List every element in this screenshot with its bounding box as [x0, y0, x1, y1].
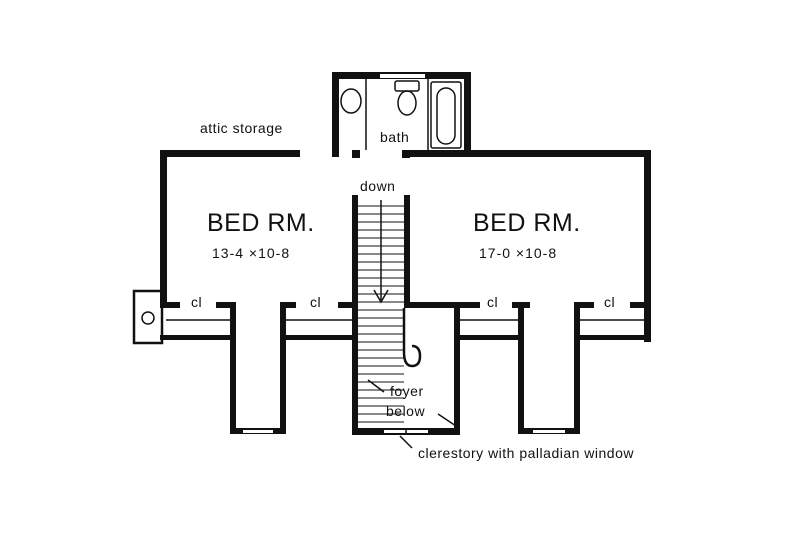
foyer-leader — [437, 413, 457, 427]
right-outer-wall — [644, 150, 651, 342]
bathroom — [332, 72, 471, 158]
bedroom-right-name: BED RM. — [473, 209, 581, 237]
closet-label: cl — [191, 294, 202, 310]
bath-door-jamb — [352, 150, 360, 158]
clerestory-leader — [399, 435, 413, 449]
bathtub-icon — [430, 81, 462, 149]
clerestory-label: clerestory with palladian window — [418, 445, 634, 461]
sink-icon — [340, 88, 362, 114]
closet-label: cl — [604, 294, 615, 310]
stair-arrow-icon — [373, 200, 389, 304]
bath-window — [380, 74, 425, 78]
down-label: down — [360, 178, 395, 194]
closet-label: cl — [310, 294, 321, 310]
stair-landing-wall — [404, 302, 464, 308]
bath-door-jamb — [402, 150, 410, 158]
bath-left-wall — [332, 72, 339, 157]
closet-label: cl — [487, 294, 498, 310]
stairwell — [352, 195, 464, 435]
foyer-leader — [367, 379, 385, 393]
bedroom-left-name: BED RM. — [207, 209, 315, 237]
stair-handrail — [402, 308, 422, 368]
bedroom-right-dimensions: 17-0 ×10-8 — [479, 245, 557, 261]
bath-label: bath — [380, 129, 409, 145]
closets-and-dormers — [160, 302, 650, 434]
left-top-wall — [160, 150, 300, 157]
toilet-icon — [394, 80, 420, 116]
stair-right-wall — [404, 195, 410, 307]
stair-left-wall — [352, 195, 358, 435]
left-outer-wall — [160, 150, 167, 302]
foyer-label: foyer — [390, 383, 424, 399]
outer-walls — [160, 150, 651, 342]
attic-storage-label: attic storage — [200, 120, 283, 136]
bath-right-wall — [464, 72, 471, 157]
bedroom-left-dimensions: 13-4 ×10-8 — [212, 245, 290, 261]
chimney-icon — [132, 289, 164, 345]
right-top-wall — [410, 150, 651, 157]
center-dormer-right-wall — [454, 302, 460, 435]
foyer-below-label: below — [386, 403, 425, 419]
